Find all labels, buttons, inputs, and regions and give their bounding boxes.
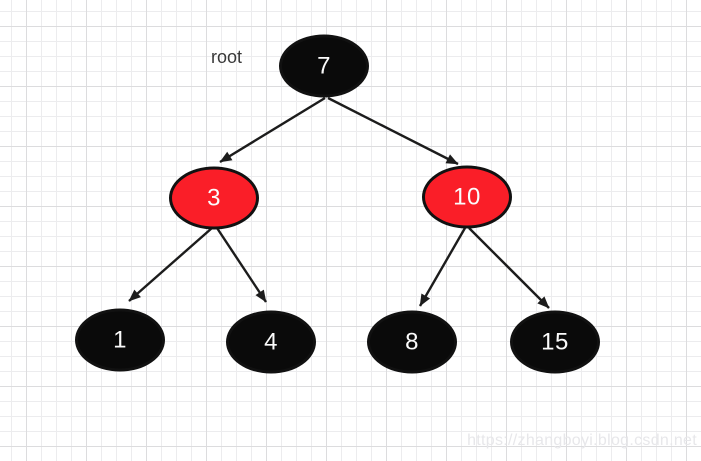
tree-node-15: 15 — [510, 310, 600, 374]
tree-node-4: 4 — [226, 310, 316, 374]
tree-node-8: 8 — [367, 310, 457, 374]
edge-n7-to-n3 — [219, 96, 326, 164]
edge-n3-to-n4 — [215, 227, 268, 303]
tree-node-1: 1 — [75, 308, 165, 372]
edge-n10-to-n8 — [418, 227, 467, 307]
tree-node-7: 7 — [279, 34, 369, 98]
tree-node-3: 3 — [169, 166, 259, 230]
tree-node-10: 10 — [422, 165, 512, 229]
watermark: https://zhangboyi.blog.csdn.net — [467, 432, 697, 449]
edge-n10-to-n15 — [468, 227, 550, 309]
root-label: root — [211, 47, 243, 67]
edge-n3-to-n1 — [128, 227, 213, 302]
edge-n7-to-n10 — [327, 96, 459, 166]
